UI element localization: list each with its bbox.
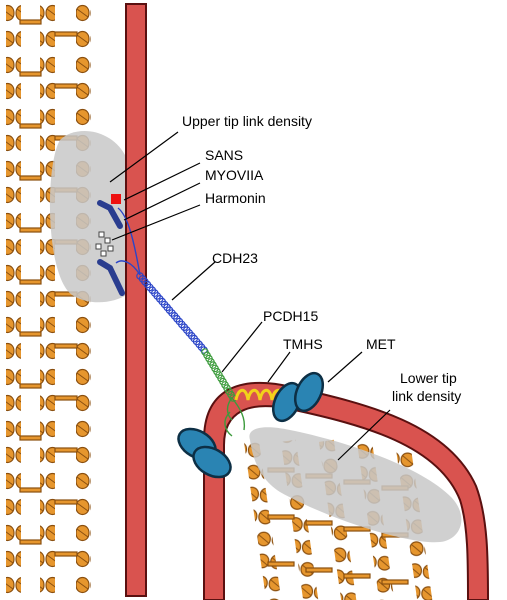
label-met: MET xyxy=(366,336,396,352)
label-lower-tip-link-density-line1: Lower tip xyxy=(400,370,457,386)
leader-lower-density xyxy=(337,409,391,461)
upper-tip-link-density xyxy=(49,131,142,303)
leader-pcdh15 xyxy=(221,321,263,373)
leader-tmhs xyxy=(267,351,291,383)
label-cdh23: CDH23 xyxy=(212,250,258,266)
label-harmonin: Harmonin xyxy=(205,190,266,206)
label-myoviia: MYOVIIA xyxy=(205,167,264,183)
harmonin-complex xyxy=(95,231,114,257)
leader-upper-density xyxy=(109,131,179,183)
label-sans: SANS xyxy=(205,147,243,163)
tall-stereocilium-actin-bundle xyxy=(6,0,91,600)
leader-myoviia xyxy=(123,182,201,221)
leader-met xyxy=(327,351,363,383)
label-upper-tip-link-density: Upper tip link density xyxy=(182,113,312,129)
cdh23-helix xyxy=(136,272,208,354)
leader-harmonin xyxy=(111,204,201,241)
label-lower-tip-link-density-line2: link density xyxy=(392,388,461,404)
myoviia-motors xyxy=(97,200,125,296)
tall-stereocilium-membrane xyxy=(125,3,147,597)
leader-cdh23 xyxy=(171,261,216,301)
lower-tip-link-density xyxy=(249,427,462,543)
pcdh15-helix xyxy=(201,348,237,402)
leader-lines xyxy=(109,131,391,461)
pcdh15-anchor-strands xyxy=(224,397,246,437)
actin-filament-2 xyxy=(40,0,55,600)
leader-sans xyxy=(123,162,201,201)
label-tmhs: TMHS xyxy=(283,336,323,352)
sans-protein xyxy=(111,194,121,204)
met-channel-left xyxy=(177,427,232,479)
tmhs-protein xyxy=(234,388,286,401)
label-pcdh15: PCDH15 xyxy=(263,308,318,324)
met-channel-right xyxy=(271,371,325,423)
actin-filament-1 xyxy=(6,0,21,600)
cdh23-anchor-strands xyxy=(115,207,141,276)
